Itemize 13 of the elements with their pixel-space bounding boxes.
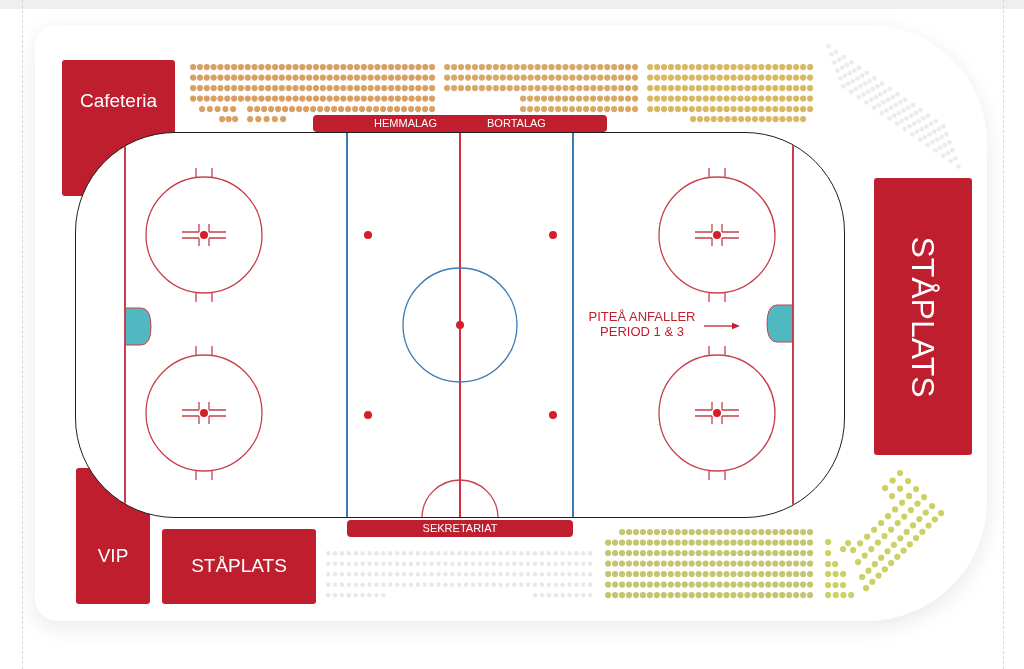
- area-label: STÅPLATS: [907, 235, 939, 398]
- venue-area: [162, 529, 316, 604]
- venue-area: [874, 178, 972, 455]
- bar-label: HEMMALAG: [374, 117, 438, 130]
- ice-rink: [75, 132, 845, 518]
- label-bar: [313, 115, 607, 132]
- area-label: Cafeteria: [79, 90, 158, 113]
- rink-note: PITEÅ ANFALLER PERIOD 1 & 3: [587, 309, 697, 339]
- area-label: STÅPLATS: [191, 555, 287, 578]
- label-bar: [347, 520, 573, 537]
- area-label: VIP: [97, 545, 129, 568]
- bar-label: BORTALAG: [487, 117, 546, 130]
- bar-label: SEKRETARIAT: [422, 522, 498, 535]
